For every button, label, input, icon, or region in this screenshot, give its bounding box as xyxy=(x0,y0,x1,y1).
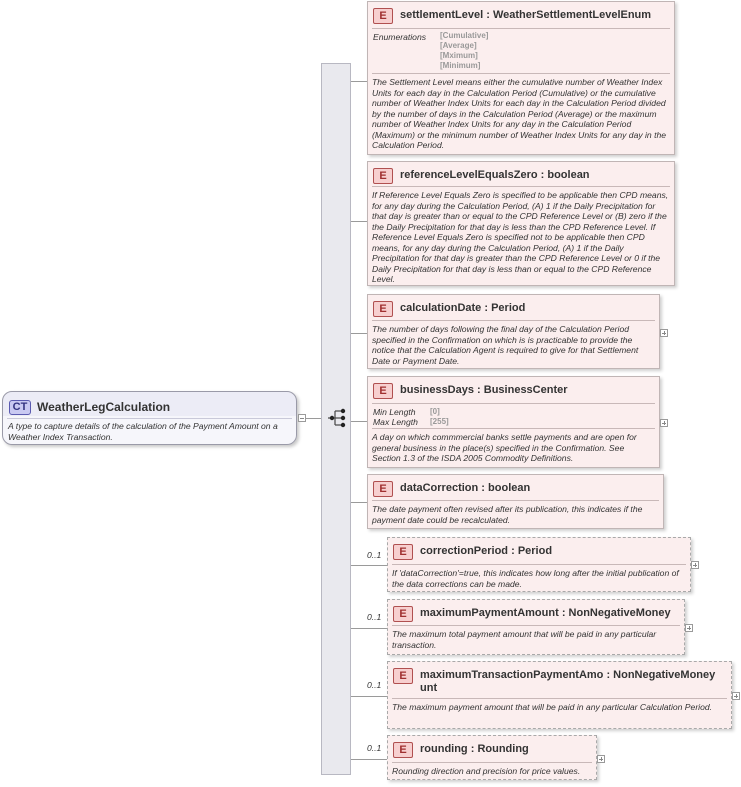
branch-line xyxy=(351,628,387,629)
element-correction-period[interactable]: E correctionPeriod : Period If 'dataCorr… xyxy=(387,537,691,592)
divider xyxy=(372,28,670,29)
element-name: referenceLevelEqualsZero : boolean xyxy=(400,169,590,181)
facets-label: Enumerations xyxy=(373,32,427,42)
divider xyxy=(372,320,655,321)
connector-line xyxy=(306,418,328,419)
expand-icon[interactable] xyxy=(660,329,668,337)
element-rounding[interactable]: E rounding : Rounding Rounding direction… xyxy=(387,735,597,780)
element-name: businessDays : BusinessCenter xyxy=(400,384,568,396)
divider xyxy=(392,564,686,565)
expand-icon[interactable] xyxy=(732,692,740,700)
element-description: The maximum payment amount that will be … xyxy=(392,702,713,712)
complex-type-badge: CT xyxy=(9,399,31,415)
expand-icon[interactable] xyxy=(685,624,693,632)
element-maximum-transaction-payment-amount[interactable]: E maximumTransactionPaymentAmo : NonNega… xyxy=(387,661,732,729)
branch-line xyxy=(351,759,387,760)
facet-values: [Cumulative] [Average] [Mximum] [Minimum… xyxy=(440,31,488,71)
complex-type-name: WeatherLegCalculation xyxy=(37,400,171,414)
branch-line xyxy=(351,421,368,422)
complex-type-description: A type to capture details of the calcula… xyxy=(8,421,278,442)
element-description: The number of days following the final d… xyxy=(372,324,639,366)
expand-icon[interactable] xyxy=(691,561,699,569)
element-description: The Settlement Level means either the cu… xyxy=(372,77,667,150)
element-badge: E xyxy=(393,668,413,684)
element-header: E calculationDate : Period xyxy=(368,295,659,317)
element-reference-level-equals-zero[interactable]: E referenceLevelEqualsZero : boolean If … xyxy=(367,161,675,286)
element-badge: E xyxy=(393,544,413,560)
element-calculation-date[interactable]: E calculationDate : Period The number of… xyxy=(367,294,660,369)
cardinality-label: 0..1 xyxy=(367,550,382,560)
divider xyxy=(372,73,670,74)
divider xyxy=(372,428,655,429)
cardinality-label: 0..1 xyxy=(367,743,382,753)
element-name: rounding : Rounding xyxy=(420,743,529,755)
branch-line xyxy=(351,565,387,566)
divider xyxy=(372,186,670,187)
element-name: settlementLevel : WeatherSettlementLevel… xyxy=(400,9,652,21)
element-badge: E xyxy=(373,168,393,184)
expand-icon[interactable] xyxy=(660,419,668,427)
facet-label-min-length: Min Length xyxy=(373,407,416,417)
element-name: maximumPaymentAmount : NonNegativeMoney xyxy=(420,607,671,619)
branch-line xyxy=(351,81,368,82)
element-maximum-payment-amount[interactable]: E maximumPaymentAmount : NonNegativeMone… xyxy=(387,599,685,655)
element-header: E correctionPeriod : Period xyxy=(388,538,690,560)
element-header: E maximumPaymentAmount : NonNegativeMone… xyxy=(388,600,684,622)
facet-label-max-length: Max Length xyxy=(373,417,418,427)
element-description: If 'dataCorrection'=true, this indicates… xyxy=(392,568,679,589)
element-description: The maximum total payment amount that wi… xyxy=(392,629,657,650)
element-header: E rounding : Rounding xyxy=(388,736,596,758)
element-badge: E xyxy=(373,383,393,399)
element-header: E settlementLevel : WeatherSettlementLev… xyxy=(368,2,674,24)
divider xyxy=(392,625,680,626)
element-badge: E xyxy=(373,481,393,497)
element-description: The date payment often revised after its… xyxy=(372,504,643,525)
divider xyxy=(372,500,659,501)
element-description: A day on which commmercial banks settle … xyxy=(372,432,637,463)
sequence-compositor-icon[interactable] xyxy=(327,408,349,428)
complex-type-box[interactable]: CT WeatherLegCalculation A type to captu… xyxy=(2,391,297,445)
element-name: dataCorrection : boolean xyxy=(400,482,531,494)
sequence-bar xyxy=(321,63,351,775)
element-name: correctionPeriod : Period xyxy=(420,545,553,557)
divider xyxy=(372,403,655,404)
branch-line xyxy=(351,696,387,697)
divider xyxy=(7,418,292,419)
divider xyxy=(392,762,592,763)
branch-line xyxy=(351,333,368,334)
facet-value: [Mximum] xyxy=(440,51,478,60)
element-business-days[interactable]: E businessDays : BusinessCenter Min Leng… xyxy=(367,376,660,468)
divider xyxy=(392,698,727,699)
facet-value-min-length: [0] xyxy=(430,407,440,416)
element-badge: E xyxy=(393,606,413,622)
expand-icon[interactable] xyxy=(597,755,605,763)
element-header: E dataCorrection : boolean xyxy=(368,475,663,497)
element-description: Rounding direction and precision for pri… xyxy=(392,766,581,776)
cardinality-label: 0..1 xyxy=(367,680,382,690)
element-badge: E xyxy=(373,301,393,317)
facet-value-max-length: [255] xyxy=(430,417,449,426)
element-name: calculationDate : Period xyxy=(400,302,526,314)
element-name: maximumTransactionPaymentAmo : NonNegati… xyxy=(420,669,716,694)
element-settlement-level[interactable]: E settlementLevel : WeatherSettlementLev… xyxy=(367,1,675,155)
branch-line xyxy=(351,221,368,222)
element-badge: E xyxy=(373,8,393,24)
complex-type-header: CT WeatherLegCalculation xyxy=(3,392,296,418)
facet-value: [Cumulative] xyxy=(440,31,489,40)
element-header: E maximumTransactionPaymentAmo : NonNega… xyxy=(388,662,731,695)
cardinality-label: 0..1 xyxy=(367,612,382,622)
element-description: If Reference Level Equals Zero is specif… xyxy=(372,190,669,284)
element-badge: E xyxy=(393,742,413,758)
element-header: E referenceLevelEqualsZero : boolean xyxy=(368,162,674,184)
collapse-icon[interactable] xyxy=(298,414,306,422)
branch-line xyxy=(351,502,368,503)
facet-value: [Average] xyxy=(440,41,477,50)
element-header: E businessDays : BusinessCenter xyxy=(368,377,659,399)
element-data-correction[interactable]: E dataCorrection : boolean The date paym… xyxy=(367,474,664,529)
facet-value: [Minimum] xyxy=(440,61,481,70)
